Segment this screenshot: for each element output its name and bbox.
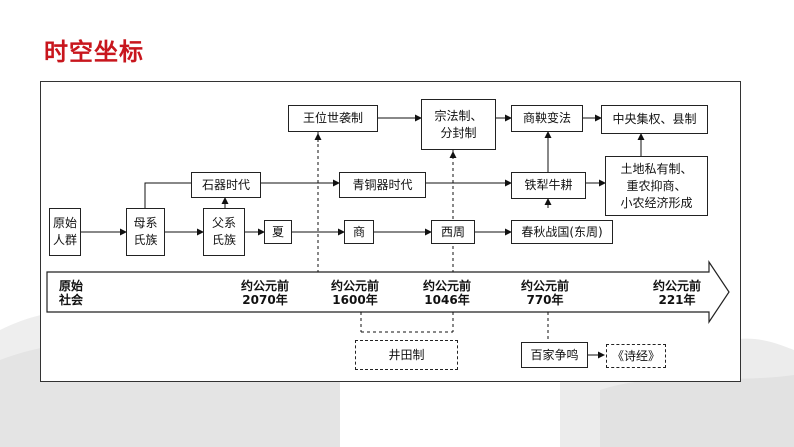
node-fuxi-shizu: 父系 氏族 <box>203 208 245 256</box>
node-chunqiu-zhanguo: 春秋战国(东周) <box>511 220 613 244</box>
timeline-arrow <box>46 260 730 324</box>
node-tudi-siyouzhi: 土地私有制、 重农抑商、 小农经济形成 <box>605 156 708 216</box>
node-xia: 夏 <box>264 220 292 244</box>
node-xizhou: 西周 <box>431 220 475 244</box>
node-shang: 商 <box>344 220 374 244</box>
connector-lines <box>46 114 730 359</box>
node-yuanshi-renqun: 原始 人群 <box>49 208 81 256</box>
node-baijia-zhengming: 百家争鸣 <box>521 342 588 368</box>
node-jingtianzhi: 井田制 <box>355 340 458 370</box>
node-muxi-shizu: 母系 氏族 <box>126 208 165 256</box>
node-wangwei-shixizhi: 王位世袭制 <box>288 105 378 132</box>
node-shijing: 《诗经》 <box>606 344 666 368</box>
node-shangyang-bianfa: 商鞅变法 <box>511 105 583 132</box>
node-shiqi-shidai: 石器时代 <box>191 172 261 198</box>
node-zhongyang-jiquan: 中央集权、县制 <box>601 105 708 134</box>
timeline-label-yuanshi-shehui: 原始社会 <box>59 279 84 307</box>
node-zongfazhi-fenfengzhi: 宗法制、 分封制 <box>421 99 496 150</box>
slide-title: 时空坐标 <box>44 38 144 66</box>
node-qingtongqi-shidai: 青铜器时代 <box>339 172 426 198</box>
timeline-diagram: 原始 人群 母系 氏族 父系 氏族 夏 商 西周 春秋战国(东周) 石器时代 青… <box>40 81 741 382</box>
node-tieli-niugeng: 铁犁牛耕 <box>511 172 586 199</box>
